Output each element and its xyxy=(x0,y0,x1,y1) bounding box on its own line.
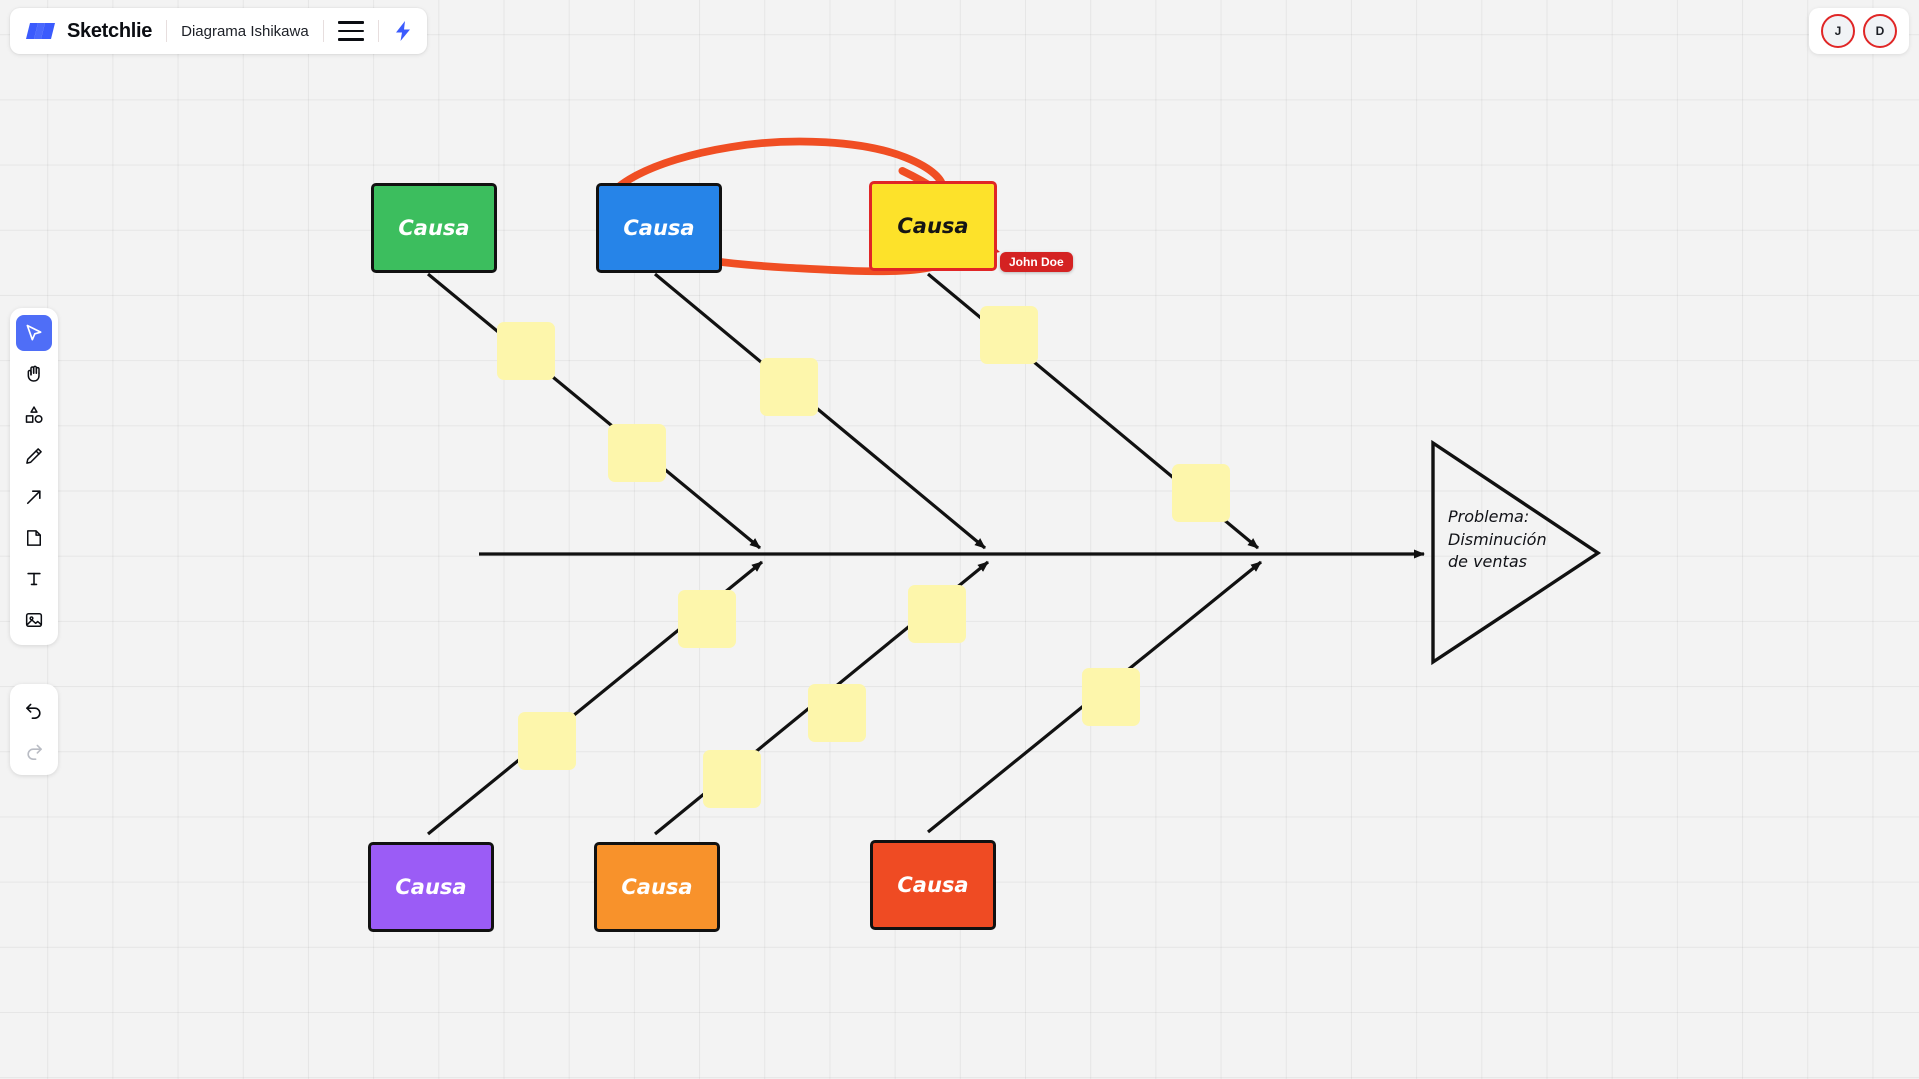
select-tool[interactable] xyxy=(16,315,52,351)
text-tool[interactable] xyxy=(16,561,52,597)
sticky-note-tool[interactable] xyxy=(16,520,52,556)
tools-panel xyxy=(10,308,58,645)
problem-line: Problema: xyxy=(1448,507,1530,526)
image-tool[interactable] xyxy=(16,602,52,638)
pan-tool[interactable] xyxy=(16,356,52,392)
collaborator-avatars: J D xyxy=(1809,8,1909,54)
app-header: Sketchlie Diagrama Ishikawa xyxy=(10,8,427,54)
redo-button[interactable] xyxy=(16,732,52,768)
header-divider-1 xyxy=(166,20,168,42)
sticky-note[interactable] xyxy=(678,590,736,648)
cause-box-bottom-1[interactable]: Causa xyxy=(368,842,494,932)
lightning-bolt-icon[interactable] xyxy=(393,20,413,42)
history-panel xyxy=(10,684,58,775)
sticky-note[interactable] xyxy=(1082,668,1140,726)
pencil-tool[interactable] xyxy=(16,438,52,474)
problem-line: de ventas xyxy=(1448,552,1527,572)
brand-name: Sketchlie xyxy=(67,19,153,42)
avatar[interactable]: J xyxy=(1821,14,1855,48)
cause-box-bottom-3[interactable]: Causa xyxy=(870,840,996,930)
problem-statement: Problema: Disminución de ventas xyxy=(1448,506,1578,574)
hamburger-menu-icon[interactable] xyxy=(337,21,364,41)
shapes-tool[interactable] xyxy=(16,397,52,433)
sticky-note[interactable] xyxy=(808,684,866,742)
sketchlie-logo-icon[interactable] xyxy=(24,21,58,41)
header-divider-3 xyxy=(377,20,379,42)
cause-box-top-3[interactable]: Causa xyxy=(869,181,997,271)
sticky-note[interactable] xyxy=(908,585,966,643)
header-divider-2 xyxy=(322,20,324,42)
undo-button[interactable] xyxy=(16,691,52,727)
sticky-note[interactable] xyxy=(760,358,818,416)
avatar[interactable]: D xyxy=(1863,14,1897,48)
cause-box-bottom-2[interactable]: Causa xyxy=(594,842,720,932)
sticky-note[interactable] xyxy=(703,750,761,808)
remote-cursor-label: John Doe xyxy=(1000,252,1073,272)
arrow-tool[interactable] xyxy=(16,479,52,515)
sticky-note[interactable] xyxy=(518,712,576,770)
sticky-note[interactable] xyxy=(497,322,555,380)
problem-line: Disminución xyxy=(1448,529,1547,549)
sticky-note[interactable] xyxy=(608,424,666,482)
cause-box-top-1[interactable]: Causa xyxy=(371,183,497,273)
document-title[interactable]: Diagrama Ishikawa xyxy=(181,22,309,40)
sticky-note[interactable] xyxy=(1172,464,1230,522)
cause-box-top-2[interactable]: Causa xyxy=(596,183,722,273)
sticky-note[interactable] xyxy=(980,306,1038,364)
